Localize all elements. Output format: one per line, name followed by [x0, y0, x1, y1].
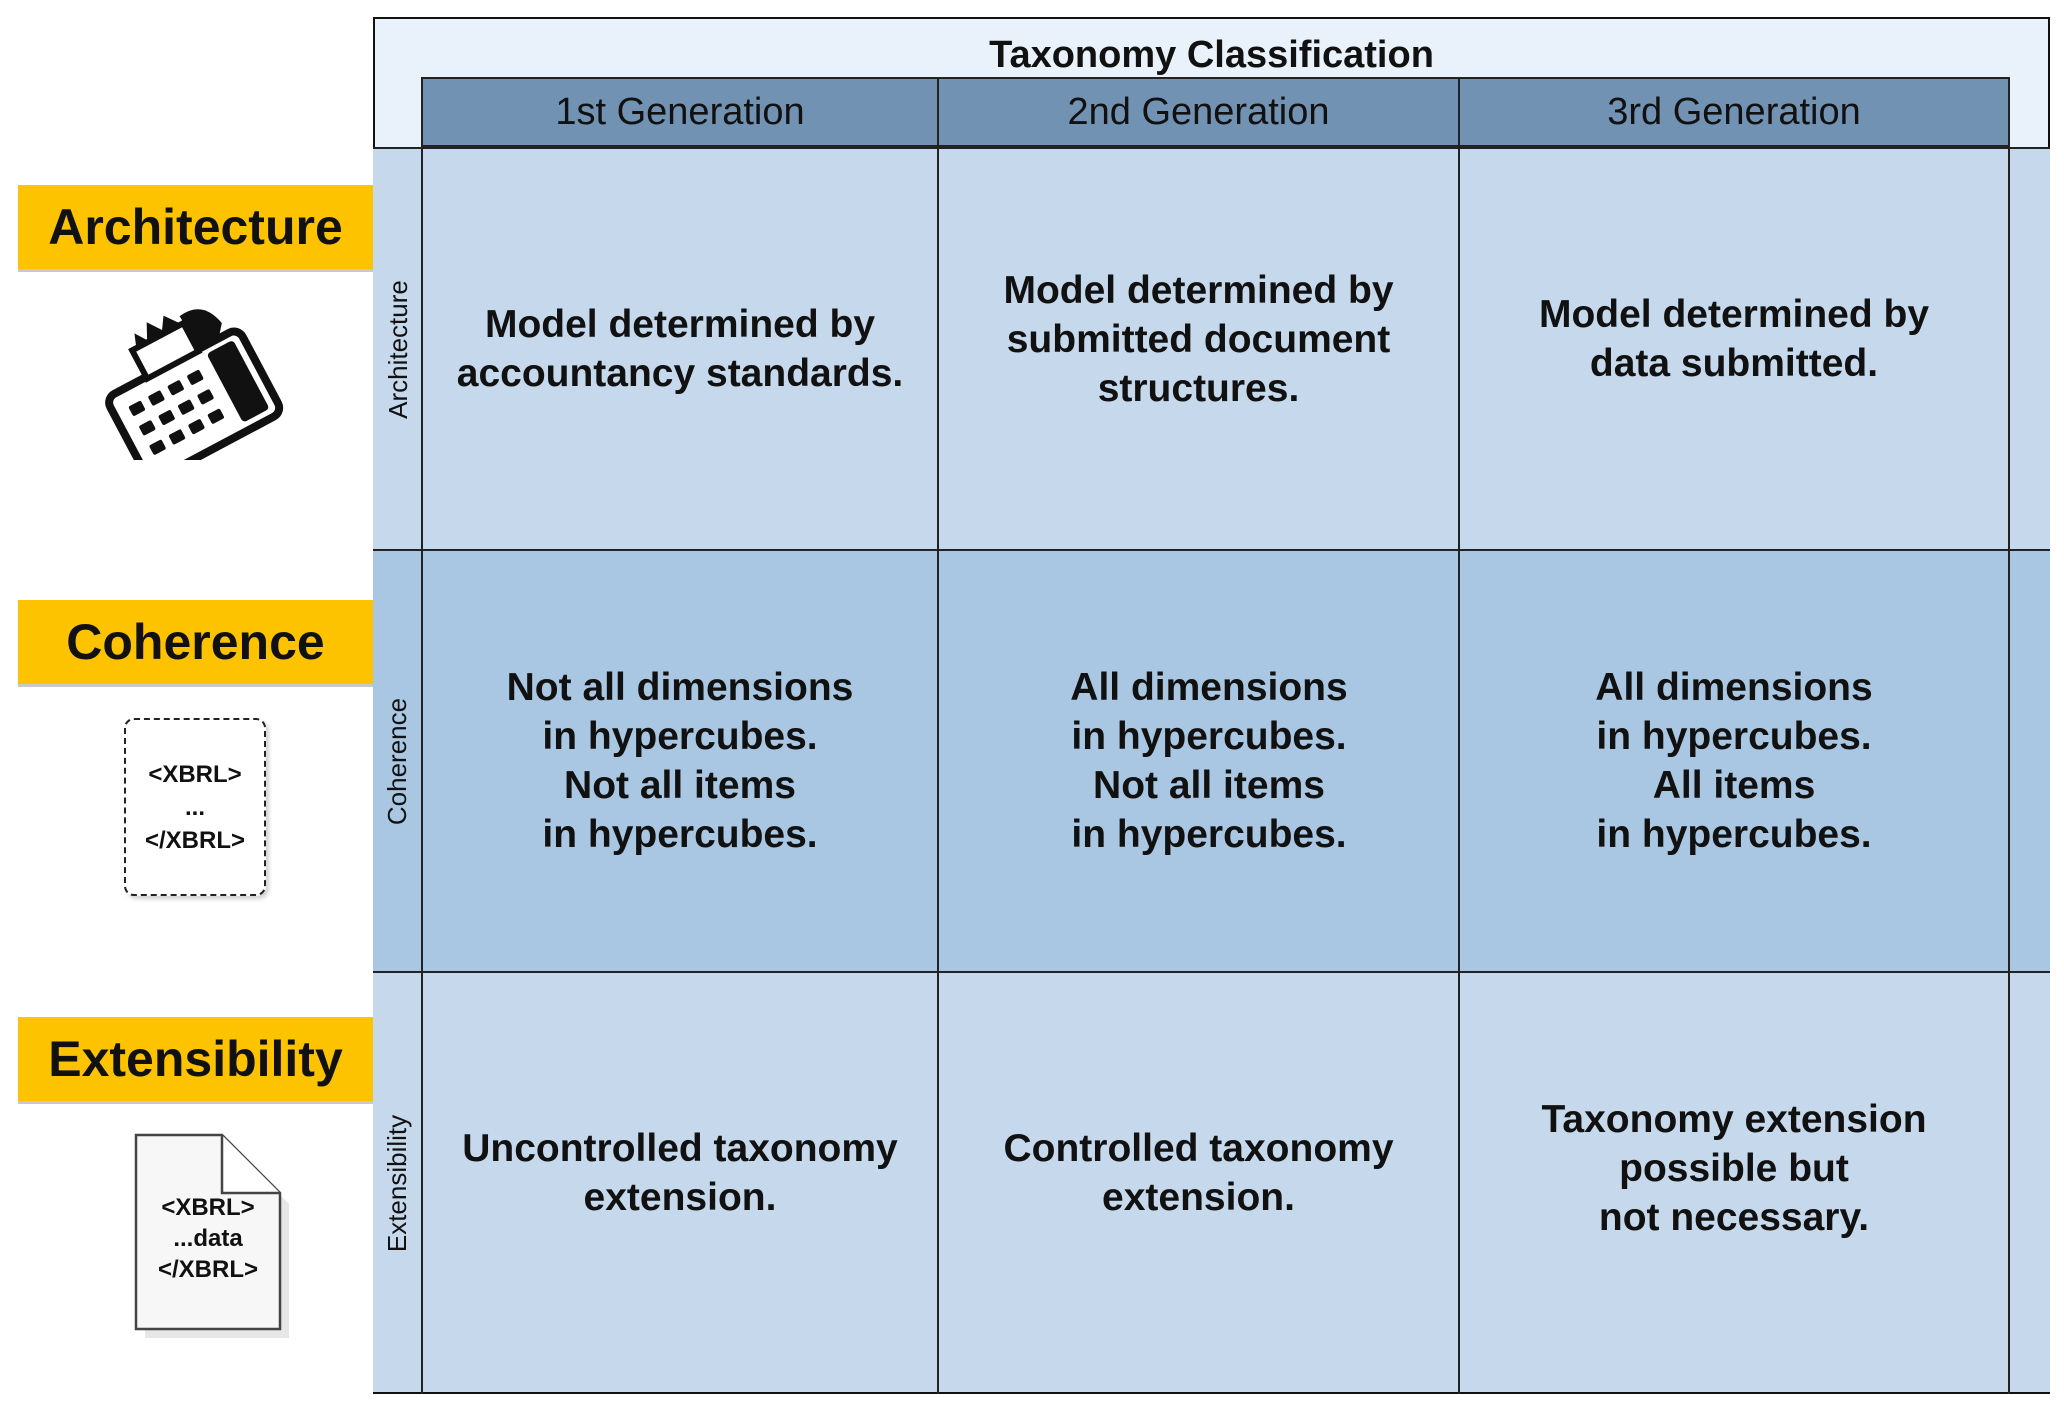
cell-line: accountancy standards.: [456, 352, 904, 395]
category-label-architecture: Architecture: [18, 185, 373, 272]
cell-line: extension.: [583, 1176, 777, 1219]
cell-line: Model determined by: [1538, 293, 1930, 336]
grid-line: [2008, 147, 2010, 1394]
cell-line: Not all items: [1093, 764, 1325, 807]
row-background-architecture: [373, 147, 2050, 549]
row-tab-architecture: Architecture: [375, 149, 421, 549]
doc-data-line: ...data: [173, 1225, 243, 1252]
cell-line: in hypercubes.: [1071, 715, 1347, 758]
xbrl-close-tag: </XBRL>: [144, 826, 246, 854]
grid-line: [937, 77, 939, 1394]
cell-line: in hypercubes.: [1596, 715, 1872, 758]
cell-line: All dimensions: [1070, 666, 1348, 709]
cell-line: Uncontrolled taxonomy: [462, 1127, 898, 1170]
category-label-extensibility: Extensibility: [18, 1017, 373, 1104]
row-tab-label: Coherence: [382, 697, 413, 825]
xbrl-open-tag: <XBRL>: [148, 760, 242, 788]
cell-line: extension.: [1102, 1176, 1295, 1219]
cell-extensibility-3rd: Taxonomy extension possible but not nece…: [1460, 973, 2008, 1363]
cell-architecture-1st: Model determined by accountancy standard…: [423, 149, 937, 549]
document-icon: [134, 1133, 289, 1338]
cell-line: possible but: [1619, 1146, 1849, 1190]
cell-line: Controlled taxonomy: [1003, 1127, 1394, 1170]
cell-line: not necessary.: [1598, 1195, 1870, 1239]
row-tab-extensibility: Extensibility: [375, 973, 421, 1394]
document-icon-text: <XBRL> ...data </XBRL>: [138, 1192, 278, 1285]
cell-line: data submitted.: [1589, 342, 1879, 385]
category-label-coherence: Coherence: [18, 600, 373, 687]
cell-architecture-3rd: Model determined by data submitted.: [1460, 149, 2008, 529]
cell-extensibility-2nd: Controlled taxonomy extension.: [939, 973, 1458, 1373]
column-header-3rd-generation: 3rd Generation: [1458, 77, 2010, 147]
grid-line: [1458, 77, 1460, 1394]
cell-line: in hypercubes.: [542, 813, 818, 856]
cell-line: in hypercubes.: [1596, 813, 1872, 856]
table-title: Taxonomy Classification: [989, 34, 1434, 76]
row-tab-label: Extensibility: [382, 1114, 413, 1253]
cell-coherence-1st: Not all dimensions in hypercubes. Not al…: [423, 551, 937, 971]
cell-line: All items: [1652, 764, 1816, 807]
row-tab-label: Architecture: [382, 279, 413, 419]
cell-line: Model determined by: [1003, 268, 1394, 312]
xbrl-ellipsis: ...: [184, 793, 205, 821]
xbrl-tag-box-icon: <XBRL> ... </XBRL>: [124, 718, 266, 896]
cell-line: structures.: [1097, 366, 1300, 410]
cell-line: in hypercubes.: [1071, 813, 1347, 856]
cell-line: Not all dimensions: [506, 666, 854, 709]
cell-architecture-2nd: Model determined by submitted document s…: [939, 149, 1458, 529]
column-header-1st-generation: 1st Generation: [421, 77, 939, 147]
doc-close-tag: </XBRL>: [157, 1256, 259, 1283]
cell-line: Not all items: [564, 764, 796, 807]
calculator-icon: [105, 309, 284, 460]
row-background-coherence: [373, 549, 2050, 971]
cell-line: submitted document: [1006, 317, 1391, 361]
doc-open-tag: <XBRL>: [161, 1194, 255, 1221]
cell-line: in hypercubes.: [542, 715, 818, 758]
cell-coherence-3rd: All dimensions in hypercubes. All items …: [1460, 551, 2008, 971]
row-background-extensibility: [373, 971, 2050, 1394]
cell-coherence-2nd: All dimensions in hypercubes. Not all it…: [939, 551, 1479, 971]
column-header-2nd-generation: 2nd Generation: [937, 77, 1460, 147]
grid-line: [421, 77, 423, 1394]
cell-line: Taxonomy extension: [1541, 1097, 1927, 1141]
cell-extensibility-1st: Uncontrolled taxonomy extension.: [423, 973, 937, 1373]
row-tab-coherence: Coherence: [375, 551, 421, 971]
cell-line: All dimensions: [1595, 666, 1873, 709]
cell-line: Model determined by: [484, 303, 876, 346]
